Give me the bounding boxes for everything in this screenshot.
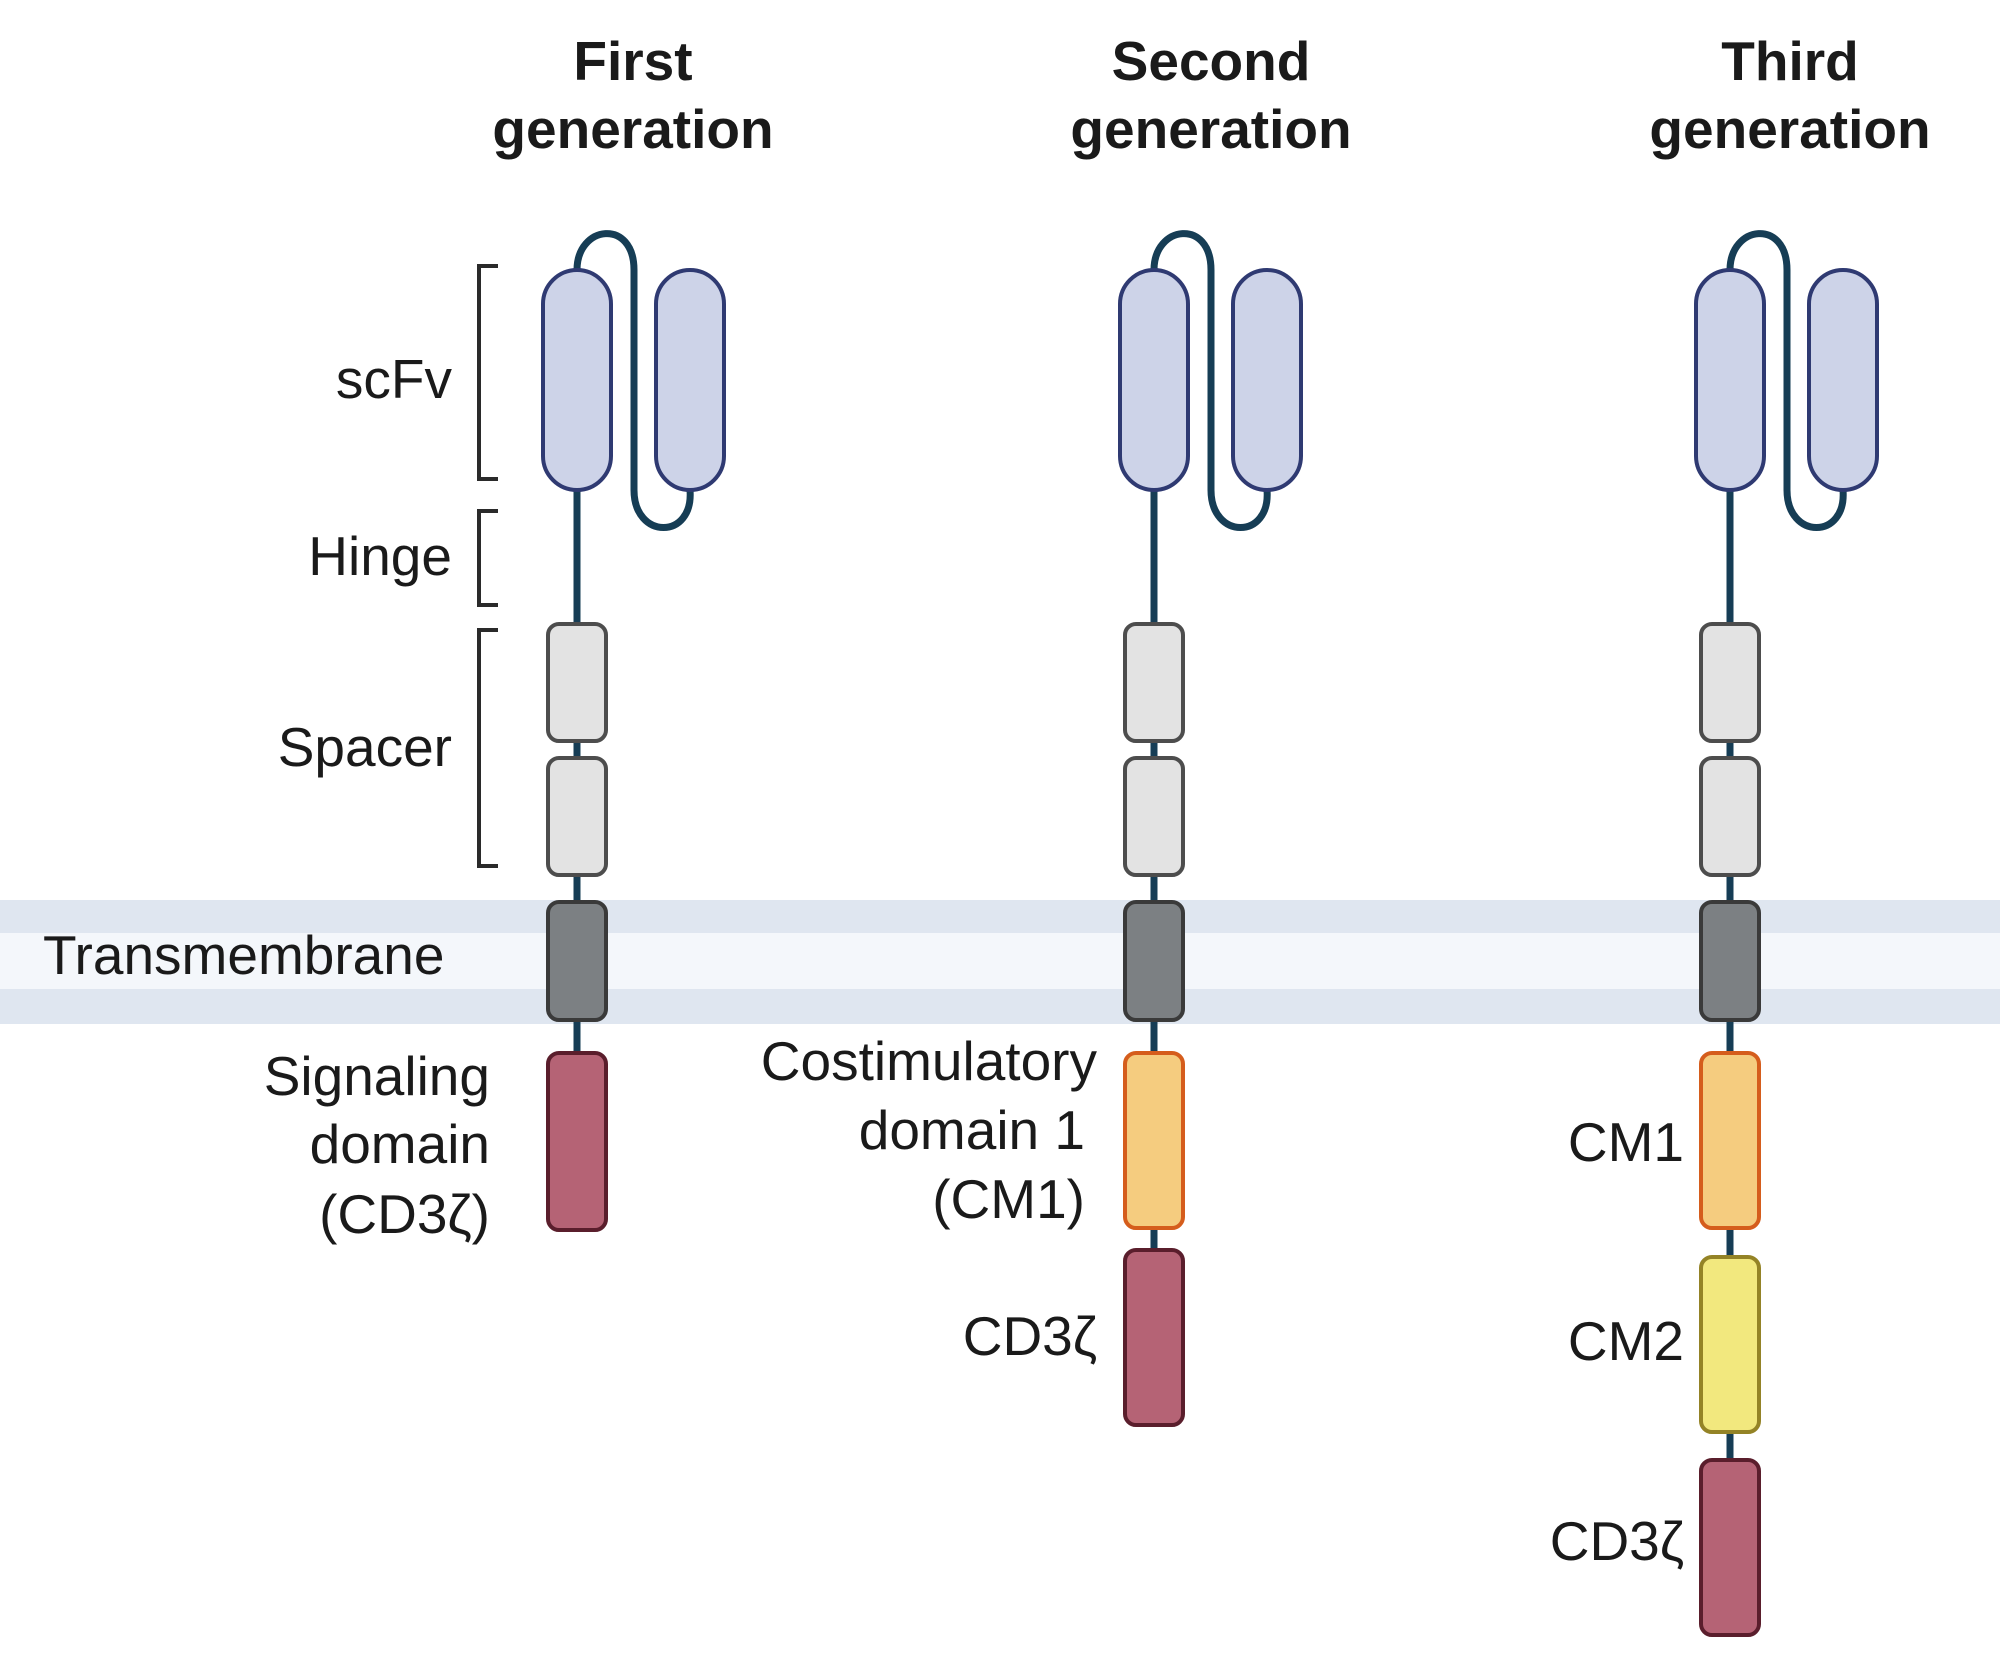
transmembrane-domain [546, 900, 608, 1022]
title-first-line2: generation [492, 98, 773, 160]
label-hinge: Hinge [308, 525, 452, 587]
label-costim-line2: domain 1 [859, 1099, 1085, 1161]
spacer-block [1699, 756, 1761, 877]
spacer-block [1123, 756, 1185, 877]
spacer-block [1699, 622, 1761, 743]
label-second-cd3z: CD3ζ [963, 1305, 1097, 1367]
hinge-bracket [477, 509, 498, 607]
cd3z-domain [1123, 1248, 1185, 1427]
scfv-heavy-domain [1118, 268, 1190, 492]
title-third-line1: Third [1721, 30, 1858, 92]
membrane-inner [0, 933, 2000, 989]
spacer-block [1123, 622, 1185, 743]
label-costim-line1: Costimulatory [761, 1030, 1098, 1092]
scfv-heavy-domain [541, 268, 613, 492]
spacer-bracket [477, 628, 498, 868]
scfv-light-domain [1807, 268, 1879, 492]
label-scfv: scFv [336, 348, 453, 410]
transmembrane-domain [1699, 900, 1761, 1022]
transmembrane-domain [1123, 900, 1185, 1022]
cd3z-domain [546, 1051, 608, 1232]
label-transmembrane: Transmembrane [43, 924, 444, 986]
label-costim-line3: (CM1) [932, 1168, 1085, 1230]
title-first-line1: First [573, 30, 692, 92]
cm2-domain [1699, 1255, 1761, 1434]
label-third-cd3z: CD3ζ [1550, 1510, 1684, 1572]
first-generation-construct [541, 230, 726, 1232]
label-signaling-line3: (CD3ζ) [319, 1183, 490, 1245]
spacer-block [546, 622, 608, 743]
cd3z-domain [1699, 1458, 1761, 1637]
scfv-light-domain [654, 268, 726, 492]
label-signaling-line2: domain [310, 1113, 490, 1175]
third-generation-construct [1694, 230, 1879, 1637]
second-generation-construct [1118, 230, 1303, 1427]
label-third-cm1: CM1 [1568, 1111, 1684, 1173]
title-second-line2: generation [1070, 98, 1351, 160]
title-second-line1: Second [1112, 30, 1311, 92]
scfv-linker [573, 230, 694, 531]
scfv-light-domain [1231, 268, 1303, 492]
label-signaling-line1: Signaling [264, 1045, 490, 1107]
label-spacer: Spacer [278, 716, 452, 778]
scfv-heavy-domain [1694, 268, 1766, 492]
label-third-cm2: CM2 [1568, 1310, 1684, 1372]
cm1-domain [1123, 1051, 1185, 1230]
scfv-linker [1726, 230, 1847, 531]
title-third-line2: generation [1649, 98, 1930, 160]
scfv-linker [1150, 230, 1271, 531]
cm1-domain [1699, 1051, 1761, 1230]
scfv-bracket [477, 264, 498, 481]
spacer-block [546, 756, 608, 877]
